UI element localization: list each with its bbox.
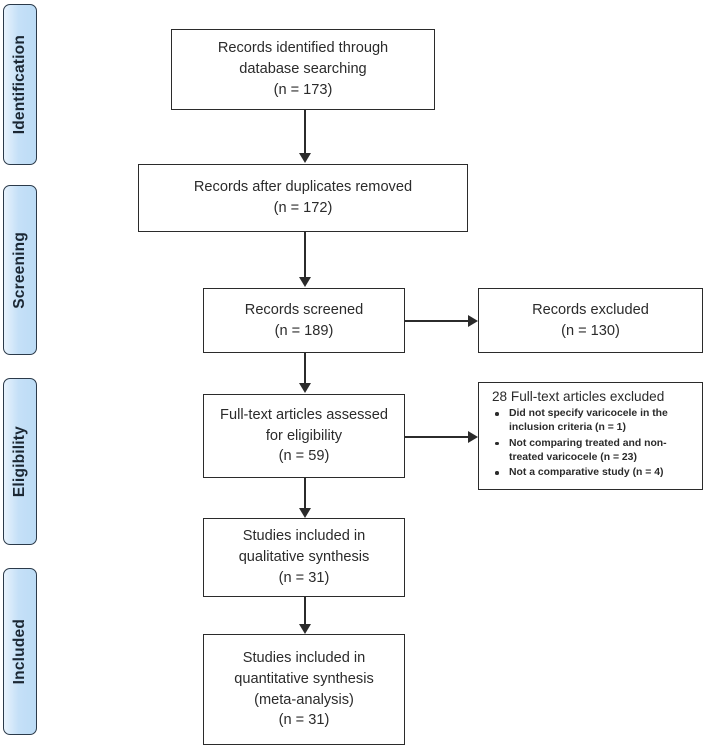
list-item: Not a comparative study (n = 4) <box>487 466 694 480</box>
arrow-down-icon-fulltext-to-qualitative <box>298 508 311 518</box>
arrow-right-icon-screened-to-excluded <box>468 314 478 327</box>
arrow-down-icon-duplicates-to-screened <box>298 277 311 287</box>
phase-label-identification: Identification <box>11 34 28 135</box>
connector-screened-to-excluded <box>405 320 469 322</box>
list-item: Did not specify varicocele in the inclus… <box>487 407 694 434</box>
arrow-right-icon-fulltext-to-excluded-detail <box>468 430 478 443</box>
phase-pill-identification: Identification <box>3 4 37 165</box>
phase-label-screening: Screening <box>11 231 28 309</box>
fulltext-excluded-title: 28 Full-text articles excluded <box>492 389 665 404</box>
connector-fulltext-to-excluded-detail <box>405 436 469 438</box>
reason-text: Not comparing treated and non-treated va… <box>509 437 667 463</box>
box-records-identified-text: Records identified through database sear… <box>217 40 389 98</box>
reason-text: Not a comparative study (n = 4) <box>509 467 664 479</box>
box-records-after-duplicates-text: Records after duplicates removed (n = 17… <box>193 179 413 216</box>
phase-label-eligibility: Eligibility <box>11 425 28 498</box>
arrow-down-icon-identified-to-duplicates <box>298 153 311 163</box>
phase-label-included: Included <box>11 618 28 685</box>
box-qualitative-synthesis-text: Studies included in qualitative synthesi… <box>238 528 370 586</box>
box-qualitative-synthesis: Studies included in qualitative synthesi… <box>203 518 405 597</box>
bullet-icon <box>495 412 499 416</box>
box-fulltext-assessed-text: Full-text articles assessed for eligibil… <box>220 406 388 465</box>
connector-identified-to-duplicates <box>304 110 306 154</box>
box-records-screened-text: Records screened (n = 189) <box>244 301 364 339</box>
box-records-excluded-text: Records excluded (n = 130) <box>532 301 649 339</box>
arrow-down-icon-screened-to-fulltext <box>298 383 311 393</box>
arrow-down-icon-qualitative-to-quantitative <box>298 624 311 634</box>
box-records-screened: Records screened (n = 189) <box>203 288 405 353</box>
connector-screened-to-fulltext <box>304 353 306 385</box>
box-quantitative-synthesis: Studies included in quantitative synthes… <box>203 634 405 745</box>
connector-fulltext-to-qualitative <box>304 478 306 510</box>
fulltext-excluded-reason-list: Did not specify varicocele in the inclus… <box>487 407 694 480</box>
phase-pill-screening: Screening <box>3 185 37 355</box>
phase-pill-eligibility: Eligibility <box>3 378 37 545</box>
box-records-excluded: Records excluded (n = 130) <box>478 288 703 353</box>
box-records-after-duplicates: Records after duplicates removed (n = 17… <box>138 164 468 232</box>
connector-duplicates-to-screened <box>304 232 306 279</box>
connector-qualitative-to-quantitative <box>304 597 306 626</box>
bullet-icon <box>495 471 499 475</box>
box-fulltext-excluded-reasons: 28 Full-text articles excluded Did not s… <box>478 382 703 490</box>
list-item: Not comparing treated and non-treated va… <box>487 437 694 464</box>
reason-text: Did not specify varicocele in the inclus… <box>509 408 668 434</box>
box-records-identified: Records identified through database sear… <box>171 29 435 110</box>
box-quantitative-synthesis-text: Studies included in quantitative synthes… <box>234 650 374 729</box>
phase-pill-included: Included <box>3 568 37 735</box>
bullet-icon <box>495 441 499 446</box>
box-fulltext-assessed: Full-text articles assessed for eligibil… <box>203 394 405 478</box>
